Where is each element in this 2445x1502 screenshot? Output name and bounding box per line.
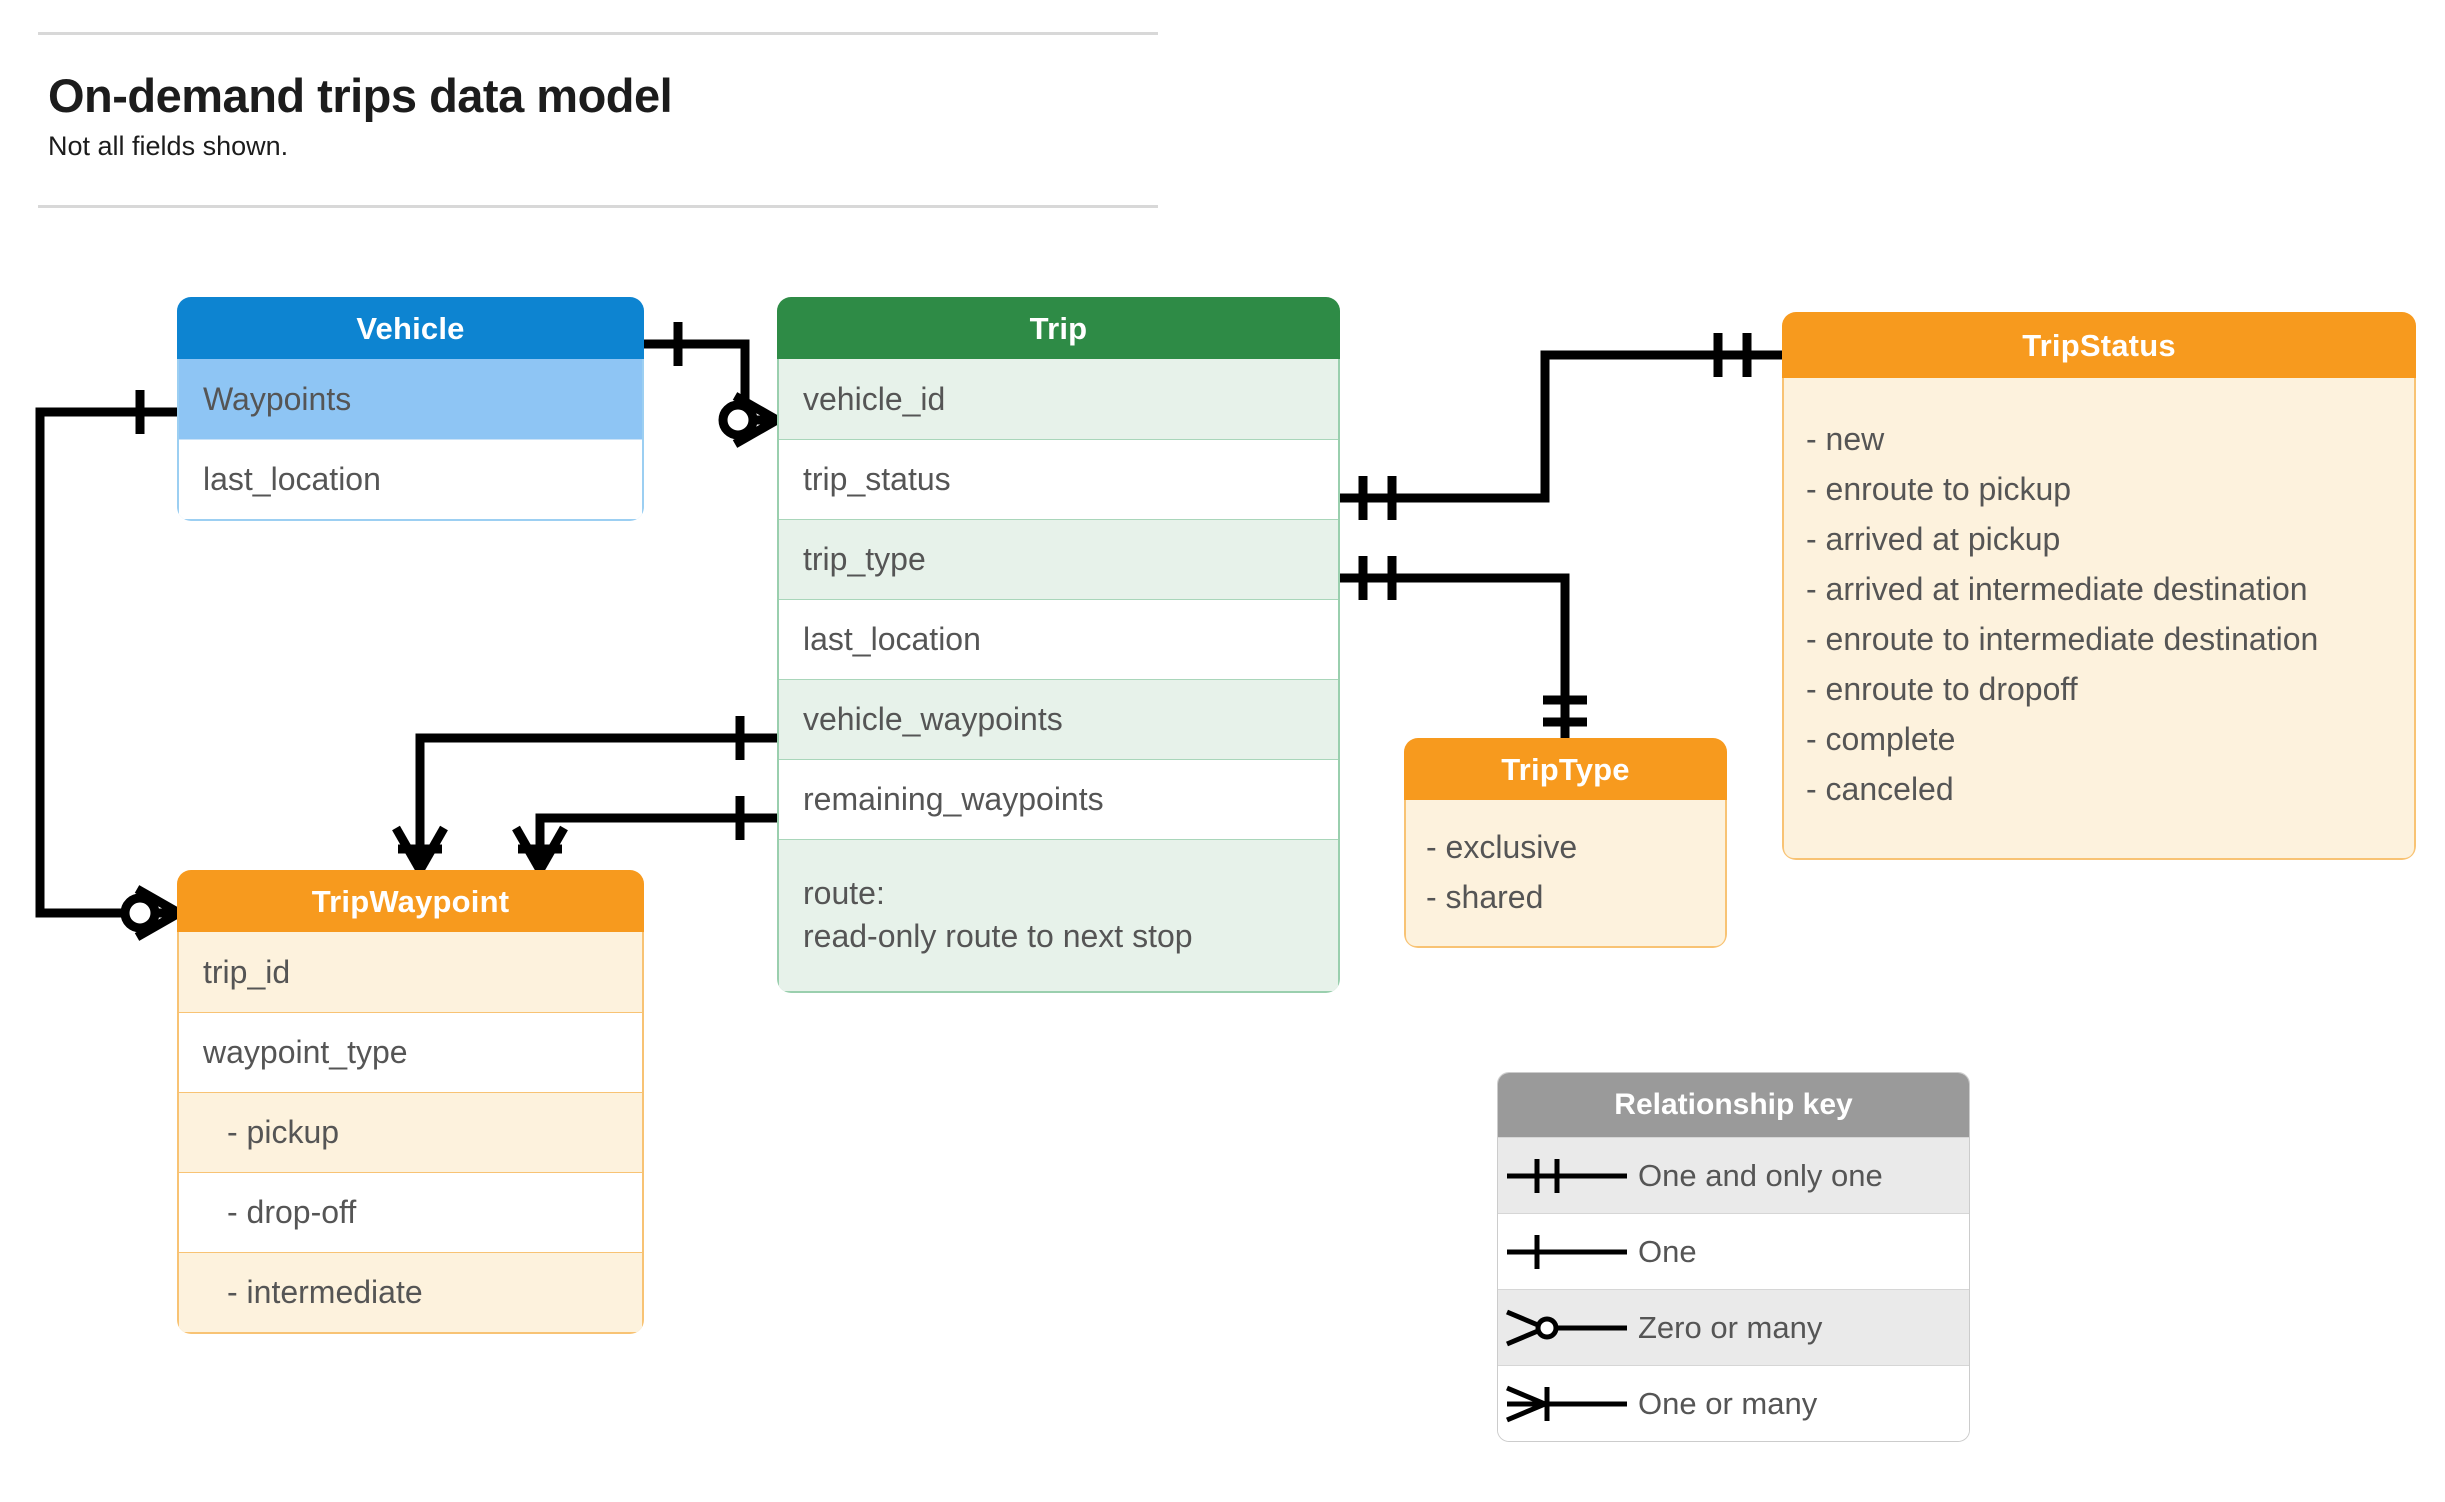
tripstatus-value-enroute-to-pickup: - enroute to pickup xyxy=(1806,471,2072,507)
field-trip-trip-status[interactable]: trip_status xyxy=(779,439,1338,519)
header-divider-bottom xyxy=(38,205,1158,208)
entity-tripwaypoint-title: TripWaypoint xyxy=(177,870,644,932)
connector-triptype xyxy=(1340,573,1570,738)
field-tripwaypoint-trip-id[interactable]: trip_id xyxy=(179,932,642,1012)
triptype-value-shared: - shared xyxy=(1426,879,1544,915)
cardinality-crowfoot-tripwaypoint-left xyxy=(134,885,182,941)
field-trip-route-line2: read-only route to next stop xyxy=(803,917,1193,954)
connector-vehicle-waypoints-left xyxy=(35,407,177,918)
tripstatus-value-canceled: - canceled xyxy=(1806,771,1954,807)
entity-vehicle-body: Waypoints last_location xyxy=(177,359,644,521)
legend-title: Relationship key xyxy=(1498,1073,1969,1137)
entity-tripstatus[interactable]: TripStatus - new - enroute to pickup - a… xyxy=(1782,312,2416,860)
legend-label-one-and-only-one: One and only one xyxy=(1638,1157,1883,1193)
connector-vehicle-to-trip xyxy=(644,339,750,420)
field-trip-vehicle-waypoints[interactable]: vehicle_waypoints xyxy=(779,679,1338,759)
entity-tripwaypoint[interactable]: TripWaypoint trip_id waypoint_type - pic… xyxy=(177,870,644,1334)
tripstatus-value-enroute-to-intermediate-destination: - enroute to intermediate destination xyxy=(1806,621,2319,657)
legend-row-zero-or-many: Zero or many xyxy=(1498,1289,1969,1365)
one-icon xyxy=(1498,1230,1638,1274)
tripstatus-value-new: - new xyxy=(1806,421,1885,457)
field-tripwaypoint-value-intermediate[interactable]: - intermediate xyxy=(179,1252,642,1332)
entity-tripstatus-body: - new - enroute to pickup - arrived at p… xyxy=(1782,378,2416,860)
header-divider-top xyxy=(38,32,1158,35)
tripstatus-value-arrived-at-pickup: - arrived at pickup xyxy=(1806,521,2061,557)
legend-row-one-or-many: One or many xyxy=(1498,1365,1969,1441)
tripstatus-value-complete: - complete xyxy=(1806,721,1956,757)
entity-tripstatus-title: TripStatus xyxy=(1782,312,2416,378)
cardinality-crowfoot-trip-vehicleid xyxy=(732,392,780,448)
field-trip-route[interactable]: route: read-only route to next stop xyxy=(779,839,1338,991)
entity-trip-body: vehicle_id trip_status trip_type last_lo… xyxy=(777,359,1340,993)
connector-tripstatus xyxy=(1340,350,1782,503)
field-trip-remaining-waypoints[interactable]: remaining_waypoints xyxy=(779,759,1338,839)
legend-row-one-and-only-one: One and only one xyxy=(1498,1137,1969,1213)
one-or-many-icon xyxy=(1498,1382,1638,1426)
entity-tripwaypoint-body: trip_id waypoint_type - pickup - drop-of… xyxy=(177,932,644,1334)
entity-triptype[interactable]: TripType - exclusive - shared xyxy=(1404,738,1727,948)
one-and-only-one-icon xyxy=(1498,1154,1638,1198)
cardinality-zero-circle-trip-vehicleid xyxy=(718,400,758,440)
tripstatus-value-arrived-at-intermediate-destination: - arrived at intermediate destination xyxy=(1806,571,2308,607)
triptype-value-exclusive: - exclusive xyxy=(1426,829,1578,865)
entity-triptype-title: TripType xyxy=(1404,738,1727,800)
entity-vehicle[interactable]: Vehicle Waypoints last_location xyxy=(177,297,644,521)
field-trip-trip-type[interactable]: trip_type xyxy=(779,519,1338,599)
field-vehicle-last-location[interactable]: last_location xyxy=(179,439,642,519)
legend-label-one: One xyxy=(1638,1233,1697,1269)
cardinality-zero-circle-tripwaypoint xyxy=(120,893,160,933)
connector-remaining-waypoints xyxy=(535,813,777,865)
entity-triptype-body: - exclusive - shared xyxy=(1404,800,1727,948)
page-title: On-demand trips data model xyxy=(48,69,673,122)
field-trip-last-location[interactable]: last_location xyxy=(779,599,1338,679)
page-subtitle: Not all fields shown. xyxy=(48,131,289,161)
field-tripwaypoint-waypoint-type[interactable]: waypoint_type xyxy=(179,1012,642,1092)
cardinality-crowfoot-tw-a xyxy=(392,825,448,873)
entity-trip-title: Trip xyxy=(777,297,1340,359)
field-trip-vehicle-id[interactable]: vehicle_id xyxy=(779,359,1338,439)
legend-row-one: One xyxy=(1498,1213,1969,1289)
zero-or-many-icon xyxy=(1498,1306,1638,1350)
field-tripwaypoint-value-dropoff[interactable]: - drop-off xyxy=(179,1172,642,1252)
field-vehicle-waypoints[interactable]: Waypoints xyxy=(179,359,642,439)
field-tripwaypoint-value-pickup[interactable]: - pickup xyxy=(179,1092,642,1172)
field-trip-route-line1: route: xyxy=(803,875,885,911)
relationship-key-legend: Relationship key One and only one xyxy=(1497,1072,1970,1442)
tripstatus-value-enroute-to-dropoff: - enroute to dropoff xyxy=(1806,671,2078,707)
cardinality-crowfoot-tw-b xyxy=(512,825,568,873)
legend-label-zero-or-many: Zero or many xyxy=(1638,1309,1823,1345)
connector-vehicle-waypoints xyxy=(415,733,777,865)
legend-label-one-or-many: One or many xyxy=(1638,1385,1818,1421)
entity-vehicle-title: Vehicle xyxy=(177,297,644,359)
entity-trip[interactable]: Trip vehicle_id trip_status trip_type la… xyxy=(777,297,1340,993)
